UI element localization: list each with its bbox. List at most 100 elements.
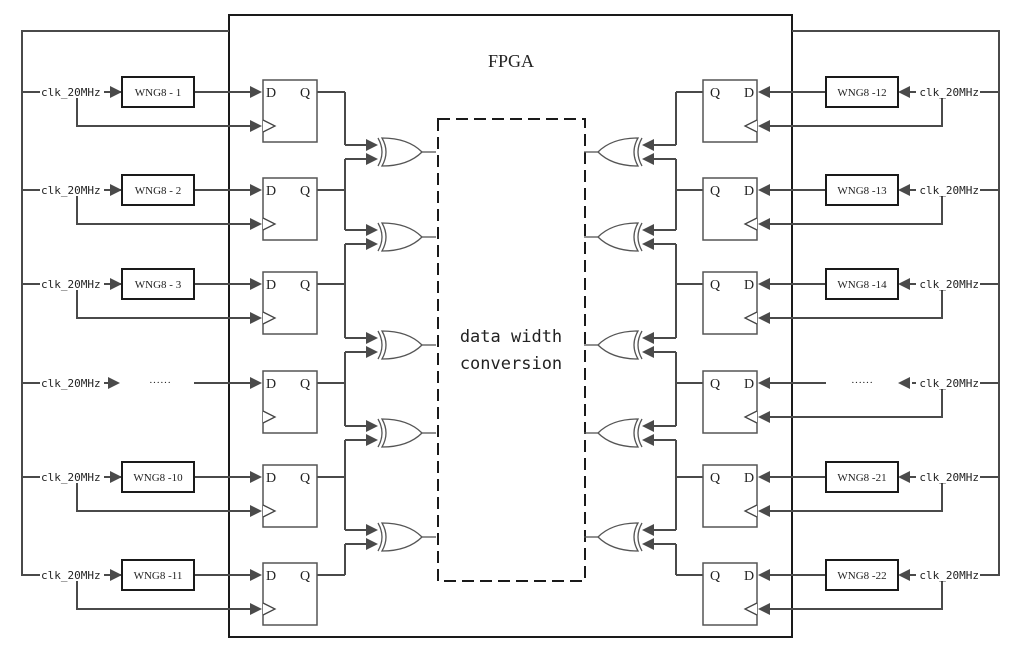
arrow-head-icon bbox=[898, 184, 910, 196]
arrow-head-icon bbox=[758, 377, 770, 389]
arrow-head-icon bbox=[758, 218, 770, 230]
arrow-head-icon bbox=[642, 346, 654, 358]
clock-branch-wire bbox=[770, 290, 943, 319]
arrow-head-icon bbox=[250, 312, 262, 324]
d-pin-label: D bbox=[266, 471, 276, 486]
clock-branch-wire bbox=[76, 290, 250, 319]
clock-label: clk_20MHz bbox=[919, 86, 979, 99]
wng8-block bbox=[121, 461, 195, 493]
clock-branch-wire bbox=[770, 581, 943, 610]
q-pin-label: Q bbox=[300, 377, 310, 392]
arrow-head-icon bbox=[366, 524, 378, 536]
xor-gate-back-curve bbox=[637, 330, 643, 360]
xor-gate-icon bbox=[597, 418, 640, 448]
xor-gate-icon bbox=[597, 222, 640, 252]
arrow-head-icon bbox=[366, 434, 378, 446]
xor-gate-icon bbox=[380, 330, 423, 360]
d-pin-label: D bbox=[744, 377, 754, 392]
wng8-label: WNG8 -10 bbox=[133, 472, 183, 484]
xor-gate-icon bbox=[597, 330, 640, 360]
arrow-head-icon bbox=[758, 312, 770, 324]
xor-gate-icon bbox=[597, 137, 640, 167]
d-pin-label: D bbox=[266, 569, 276, 584]
arrow-head-icon bbox=[758, 86, 770, 98]
arrow-head-icon bbox=[898, 278, 910, 290]
clock-label: clk_20MHz bbox=[919, 184, 979, 197]
clock-input-triangle-icon bbox=[743, 311, 758, 325]
ellipsis: ······ bbox=[149, 377, 171, 389]
clock-input-triangle-icon bbox=[743, 504, 758, 518]
clock-input-triangle-icon bbox=[743, 119, 758, 133]
arrow-head-icon bbox=[758, 569, 770, 581]
d-pin-label: D bbox=[266, 86, 276, 101]
q-pin-label: Q bbox=[300, 184, 310, 199]
q-pin-label: Q bbox=[710, 86, 720, 101]
wng8-block bbox=[121, 76, 195, 108]
arrow-head-icon bbox=[642, 238, 654, 250]
arrow-head-icon bbox=[898, 377, 910, 389]
arrow-head-icon bbox=[366, 153, 378, 165]
xor-gate-icon bbox=[380, 418, 423, 448]
fpga-title: FPGA bbox=[488, 51, 534, 71]
ellipsis: ······ bbox=[851, 377, 873, 389]
data-width-conversion-block bbox=[437, 118, 586, 582]
wng8-label: WNG8 -12 bbox=[837, 87, 886, 99]
clock-label: clk_20MHz bbox=[41, 86, 101, 99]
arrow-head-icon bbox=[110, 471, 122, 483]
arrow-head-icon bbox=[642, 139, 654, 151]
arrow-head-icon bbox=[250, 218, 262, 230]
wng8-label: WNG8 - 3 bbox=[135, 279, 182, 291]
clock-label: clk_20MHz bbox=[41, 377, 101, 390]
d-pin-label: D bbox=[744, 278, 754, 293]
arrow-head-icon bbox=[250, 505, 262, 517]
arrow-head-icon bbox=[366, 538, 378, 550]
wng8-label: WNG8 -14 bbox=[837, 279, 887, 291]
xor-gate-back-curve bbox=[377, 222, 383, 252]
arrow-head-icon bbox=[250, 86, 262, 98]
arrow-head-icon bbox=[758, 603, 770, 615]
clock-label: clk_20MHz bbox=[41, 184, 101, 197]
d-flip-flop bbox=[262, 370, 318, 434]
xor-gate-back-curve bbox=[637, 418, 643, 448]
xor-gate-back-curve bbox=[377, 522, 383, 552]
d-flip-flop bbox=[262, 464, 318, 528]
xor-gate-back-curve bbox=[377, 330, 383, 360]
d-flip-flop bbox=[262, 177, 318, 241]
arrow-head-icon bbox=[642, 332, 654, 344]
wng8-block bbox=[121, 268, 195, 300]
left-clock-bus bbox=[21, 30, 229, 576]
clock-label: clk_20MHz bbox=[41, 569, 101, 582]
wng8-block bbox=[825, 76, 899, 108]
arrow-head-icon bbox=[642, 420, 654, 432]
wng8-block bbox=[825, 268, 899, 300]
q-pin-label: Q bbox=[300, 471, 310, 486]
wng8-label: WNG8 -22 bbox=[837, 570, 886, 582]
xor-gate-icon bbox=[380, 522, 423, 552]
d-pin-label: D bbox=[266, 377, 276, 392]
q-pin-label: Q bbox=[300, 569, 310, 584]
arrow-head-icon bbox=[898, 471, 910, 483]
clock-branch-wire bbox=[770, 483, 943, 512]
xor-gate-back-curve bbox=[637, 522, 643, 552]
wng8-block bbox=[121, 559, 195, 591]
d-pin-label: D bbox=[744, 569, 754, 584]
wng8-label: WNG8 - 1 bbox=[135, 87, 181, 99]
arrow-head-icon bbox=[758, 278, 770, 290]
clock-branch-wire bbox=[770, 196, 943, 225]
arrow-head-icon bbox=[366, 420, 378, 432]
arrow-head-icon bbox=[758, 505, 770, 517]
arrow-head-icon bbox=[366, 139, 378, 151]
clock-branch-wire bbox=[76, 581, 250, 610]
xor-gate-back-curve bbox=[377, 137, 383, 167]
d-flip-flop bbox=[702, 464, 758, 528]
q-pin-label: Q bbox=[300, 86, 310, 101]
clock-branch-wire bbox=[76, 483, 250, 512]
arrow-head-icon bbox=[366, 346, 378, 358]
arrow-head-icon bbox=[250, 120, 262, 132]
clock-label: clk_20MHz bbox=[919, 569, 979, 582]
arrow-head-icon bbox=[366, 224, 378, 236]
q-pin-label: Q bbox=[710, 471, 720, 486]
d-flip-flop bbox=[262, 271, 318, 335]
clock-input-triangle-icon bbox=[743, 410, 758, 424]
arrow-head-icon bbox=[758, 184, 770, 196]
